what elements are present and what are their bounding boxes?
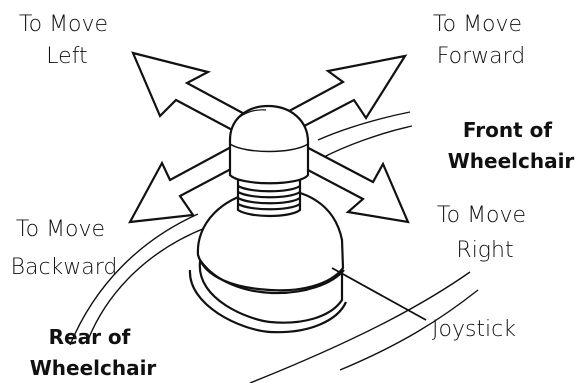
label-move-left: To Move Left — [19, 12, 115, 69]
label-move-left-line2: Left — [46, 44, 87, 69]
label-rear-of-wheelchair: Rear of Wheelchair — [30, 325, 157, 380]
label-front-line2: Wheelchair — [448, 149, 575, 173]
label-move-backward: To Move Backward — [11, 217, 118, 280]
label-move-right-line1: To Move — [437, 203, 526, 228]
joystick-base — [188, 176, 348, 334]
label-move-forward: To Move Forward — [433, 12, 529, 69]
label-joystick: Joystick — [432, 317, 516, 342]
label-move-right: To Move Right — [437, 203, 533, 263]
label-rear-line1: Rear of — [49, 325, 131, 349]
label-front-of-wheelchair: Front of Wheelchair — [448, 118, 575, 173]
label-move-left-line1: To Move — [19, 12, 108, 37]
label-move-backward-line2: Backward — [11, 255, 118, 280]
label-move-backward-line1: To Move — [16, 217, 105, 242]
label-rear-line2: Wheelchair — [30, 356, 157, 380]
joystick-knob — [228, 104, 310, 185]
label-move-forward-line2: Forward — [437, 44, 525, 69]
wheelchair-surface-lines — [69, 111, 479, 383]
label-move-right-line2: Right — [456, 238, 513, 263]
label-move-forward-line1: To Move — [433, 12, 522, 37]
joystick-leader-line — [331, 267, 427, 321]
label-front-line1: Front of — [463, 118, 552, 142]
